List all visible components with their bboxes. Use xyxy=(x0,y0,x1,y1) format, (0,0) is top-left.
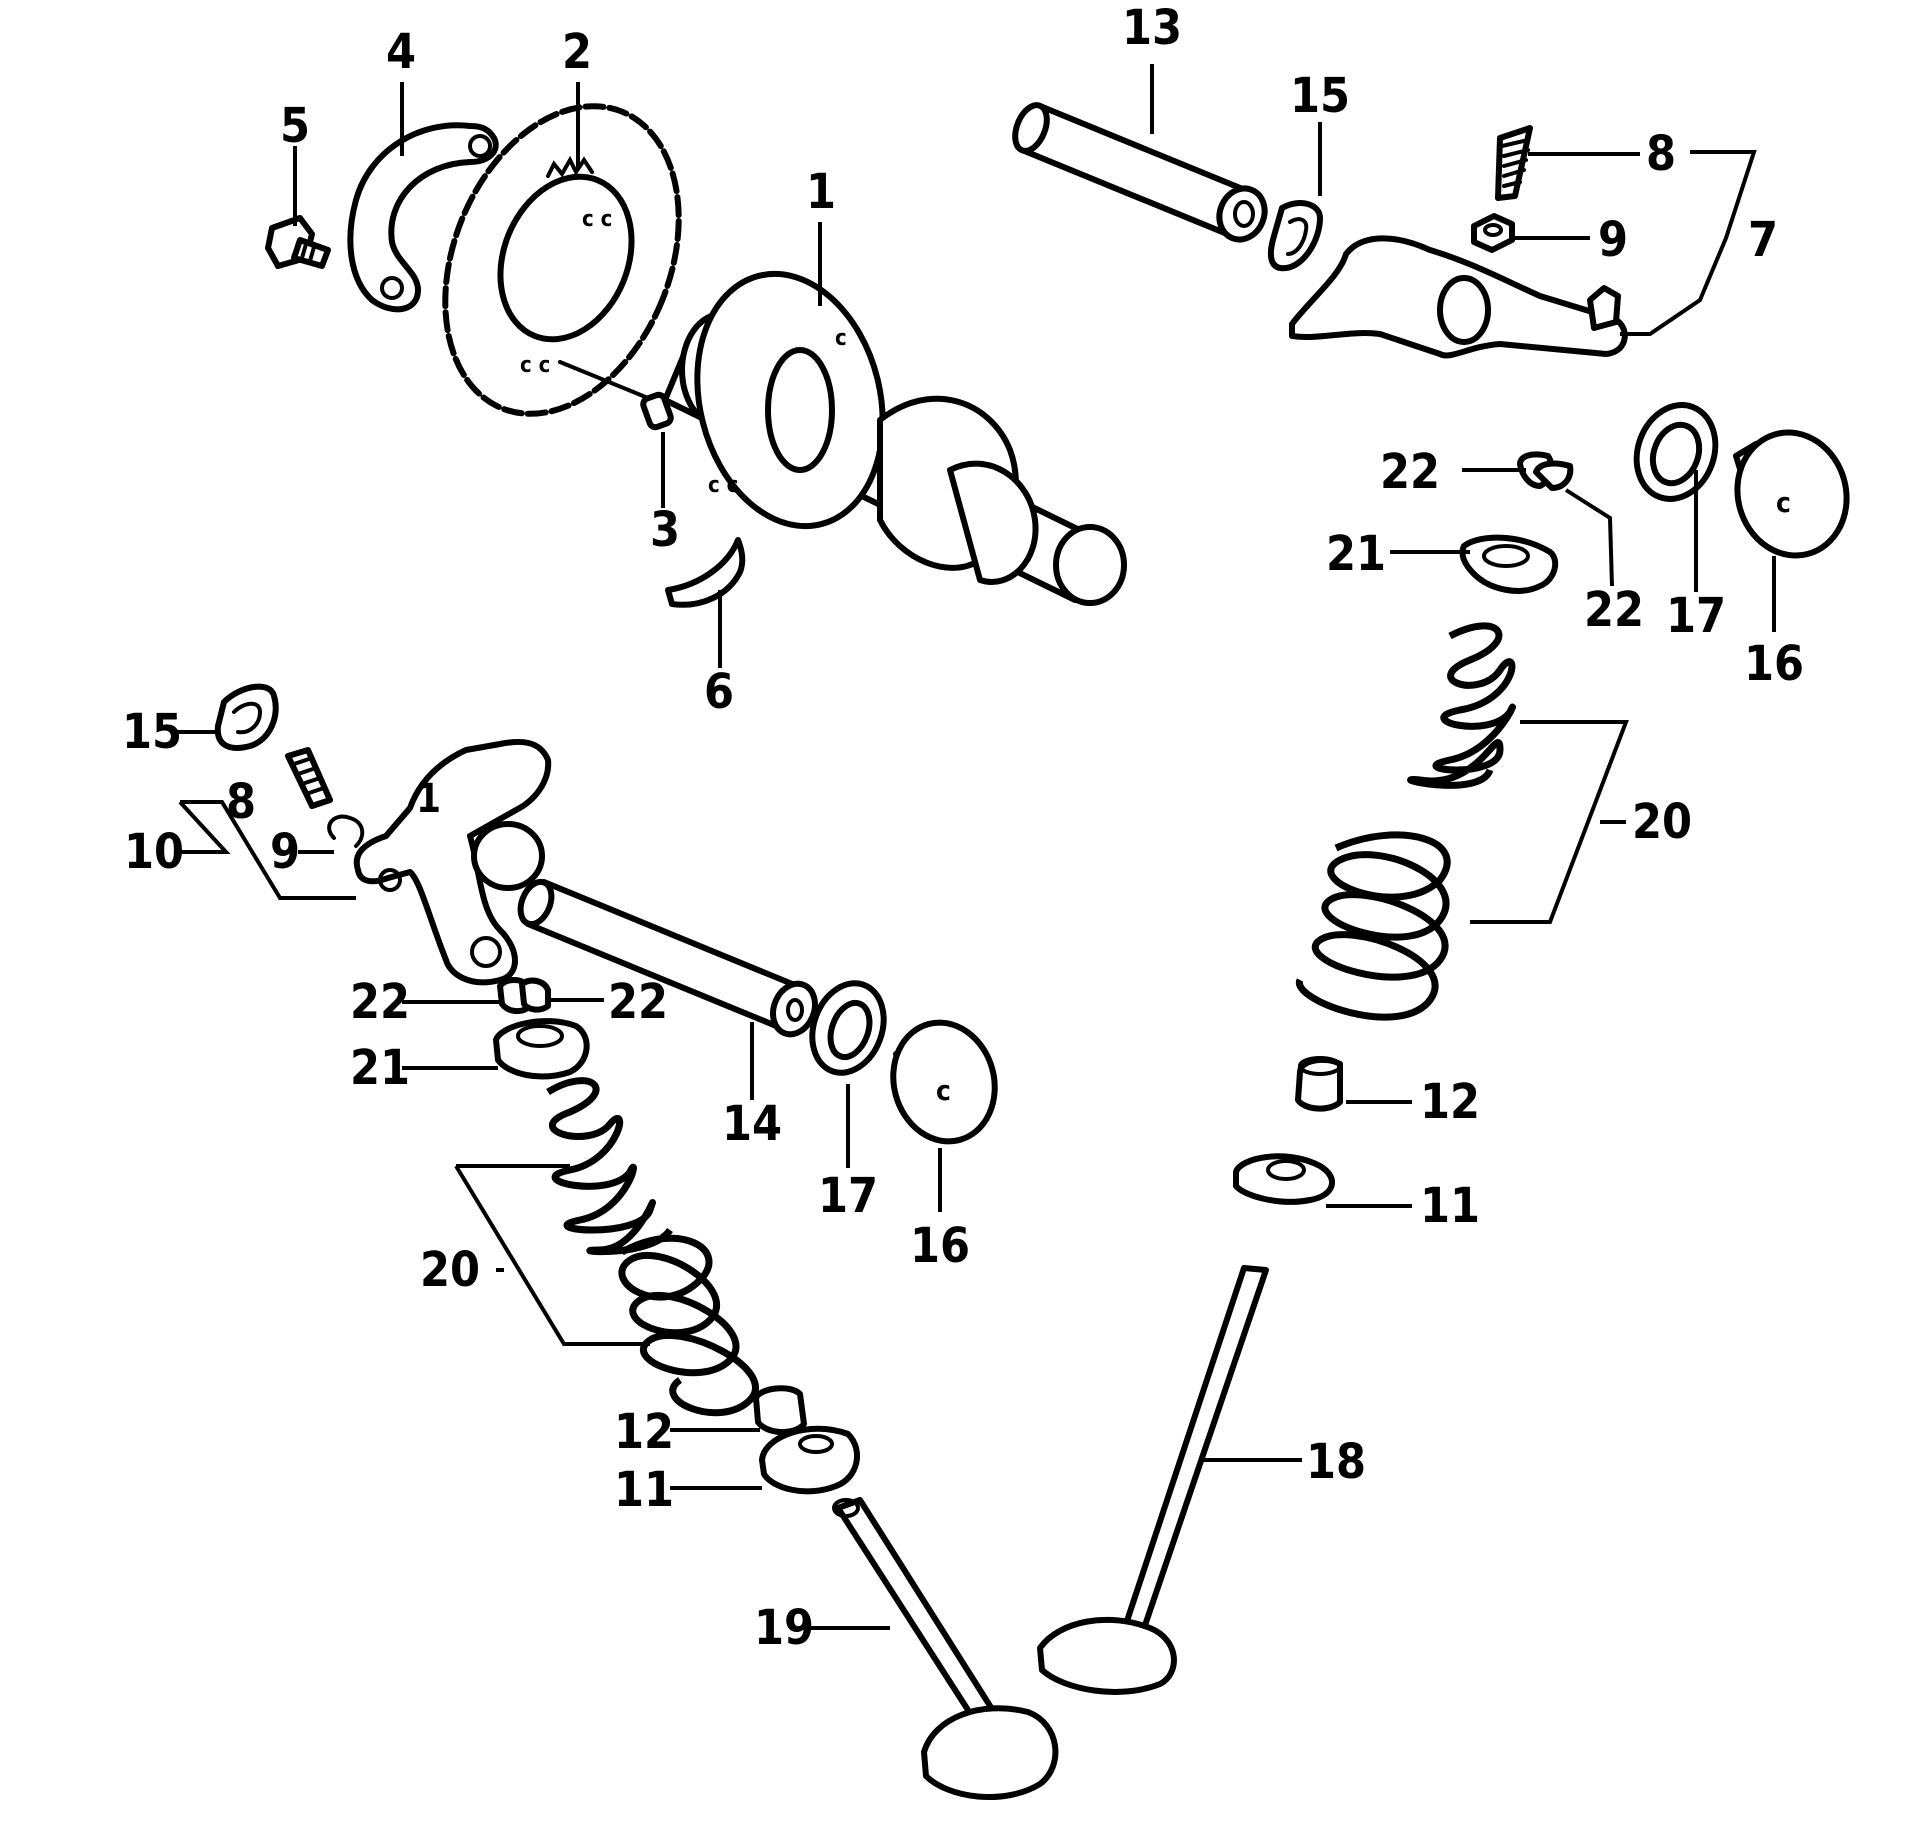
callout-7: 7 xyxy=(1748,212,1778,268)
svg-text:c c: c c xyxy=(520,353,550,378)
callout-18: 18 xyxy=(1306,1434,1366,1490)
callout-4: 4 xyxy=(386,24,416,80)
rocker-shaft-part-14 xyxy=(517,878,818,1038)
callout-11-lower: 11 xyxy=(614,1462,674,1518)
callout-8-upper: 8 xyxy=(1646,126,1676,182)
callout-16-right: 16 xyxy=(1744,636,1804,692)
tappet-cap-part-16-lower: c xyxy=(890,1019,998,1145)
svg-text:c: c xyxy=(835,326,847,351)
callout-9-lower: 9 xyxy=(270,824,300,880)
callout-10: 10 xyxy=(124,824,184,880)
valve-cotter-part-22-upper xyxy=(1517,451,1574,491)
valve-cotter-part-22-lower xyxy=(497,977,551,1014)
spring-seat-part-11-lower xyxy=(759,1425,860,1495)
callout-3: 3 xyxy=(650,502,680,558)
valve-stem-seal-part-12-lower xyxy=(753,1385,807,1435)
lock-nut-part-9-lower xyxy=(327,814,365,848)
cam-sprocket-part-2: c c c c xyxy=(442,103,682,417)
callout-8-lower: 8 xyxy=(226,774,256,830)
svg-text:c c: c c xyxy=(708,473,738,498)
rocker-arm-mark: 1 xyxy=(416,776,441,822)
adjuster-screw-part-8-lower xyxy=(285,747,333,809)
svg-text:c: c xyxy=(1776,486,1791,519)
dowel-pin-part-3 xyxy=(558,360,674,431)
rocker-arm-part-7-upper xyxy=(1289,235,1628,359)
callout-labels: 1 2 3 4 5 6 7 8 8 9 9 10 11 11 12 12 13 … xyxy=(122,0,1804,1656)
callout-22-right-b: 22 xyxy=(1584,582,1644,638)
callout-21-right: 21 xyxy=(1326,526,1386,582)
spring-retainer-part-21-lower xyxy=(493,1018,590,1080)
callout-15-lower: 15 xyxy=(122,704,182,760)
callout-17-lower: 17 xyxy=(818,1168,878,1224)
callout-22-lower-b: 22 xyxy=(608,974,668,1030)
rocker-arm-part-10-lower: 1 xyxy=(353,739,552,986)
callout-21-lower: 21 xyxy=(350,1040,410,1096)
valve-stem-seal-part-12-right xyxy=(1295,1056,1343,1112)
callout-12-right: 12 xyxy=(1420,1074,1480,1130)
callout-14: 14 xyxy=(722,1096,782,1152)
callout-16-lower: 16 xyxy=(910,1218,970,1274)
callout-1: 1 xyxy=(806,164,836,220)
callout-2: 2 xyxy=(562,24,592,80)
svg-text:c c: c c xyxy=(582,207,612,232)
valve-spring-part-20-lower xyxy=(546,1077,759,1417)
o-ring-part-15-upper xyxy=(1267,200,1323,272)
callout-15-upper: 15 xyxy=(1290,68,1350,124)
retainer-plate-part-4 xyxy=(347,122,499,313)
callout-13: 13 xyxy=(1122,0,1182,56)
svg-text:c: c xyxy=(936,1074,951,1107)
bolt-part-5 xyxy=(265,215,331,269)
spring-seat-part-11-right xyxy=(1233,1153,1335,1205)
leader-lines xyxy=(172,64,1776,1630)
callout-22-right-a: 22 xyxy=(1380,444,1440,500)
half-ring-part-6 xyxy=(665,537,746,608)
callout-6: 6 xyxy=(704,664,734,720)
rocker-shaft-part-13 xyxy=(1012,102,1268,243)
adjuster-screw-part-8-upper xyxy=(1495,125,1533,201)
callout-22-lower-a: 22 xyxy=(350,974,410,1030)
lock-nut-part-9-upper xyxy=(1471,213,1515,253)
callout-9-upper: 9 xyxy=(1598,212,1628,268)
seal-part-17-upper xyxy=(1633,402,1719,502)
callout-19: 19 xyxy=(754,1600,814,1656)
callout-20-right: 20 xyxy=(1632,794,1692,850)
callout-11-right: 11 xyxy=(1420,1178,1480,1234)
tappet-cap-part-16-upper: c xyxy=(1733,429,1850,559)
callout-12-lower: 12 xyxy=(614,1404,674,1460)
camshaft-part-1: c c c xyxy=(662,270,1127,606)
spring-retainer-part-21-upper xyxy=(1459,534,1559,594)
callout-5: 5 xyxy=(280,98,310,154)
valve-part-18 xyxy=(1037,1265,1269,1695)
valve-part-19 xyxy=(832,1497,1059,1801)
callout-17-right: 17 xyxy=(1666,588,1726,644)
o-ring-part-15-lower xyxy=(214,683,279,751)
callout-20-lower: 20 xyxy=(420,1242,480,1298)
valve-spring-part-20-right xyxy=(1296,622,1517,1021)
seal-part-17-lower xyxy=(809,980,887,1076)
